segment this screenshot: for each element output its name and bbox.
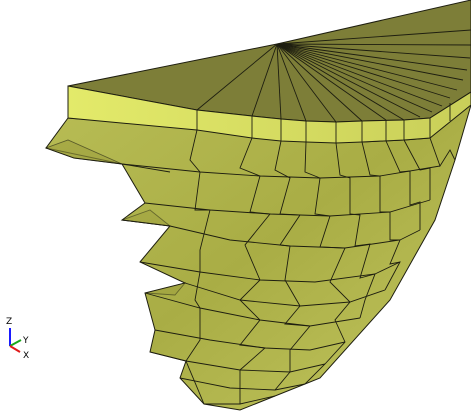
mesh-grid-lines bbox=[45, 129, 456, 405]
x-axis-line bbox=[9, 345, 21, 353]
mesh-fan-lines bbox=[196, 29, 471, 123]
x-axis-label: X bbox=[23, 351, 29, 361]
y-axis-label: Y bbox=[22, 336, 29, 346]
mesh-step-faces bbox=[44, 139, 187, 296]
mesh-rim-band bbox=[67, 85, 471, 144]
mesh-rim-dividers bbox=[196, 103, 451, 143]
z-axis-label: Z bbox=[6, 317, 12, 327]
axis-triad: Z Y X bbox=[6, 317, 29, 361]
y-axis-line bbox=[9, 339, 22, 347]
